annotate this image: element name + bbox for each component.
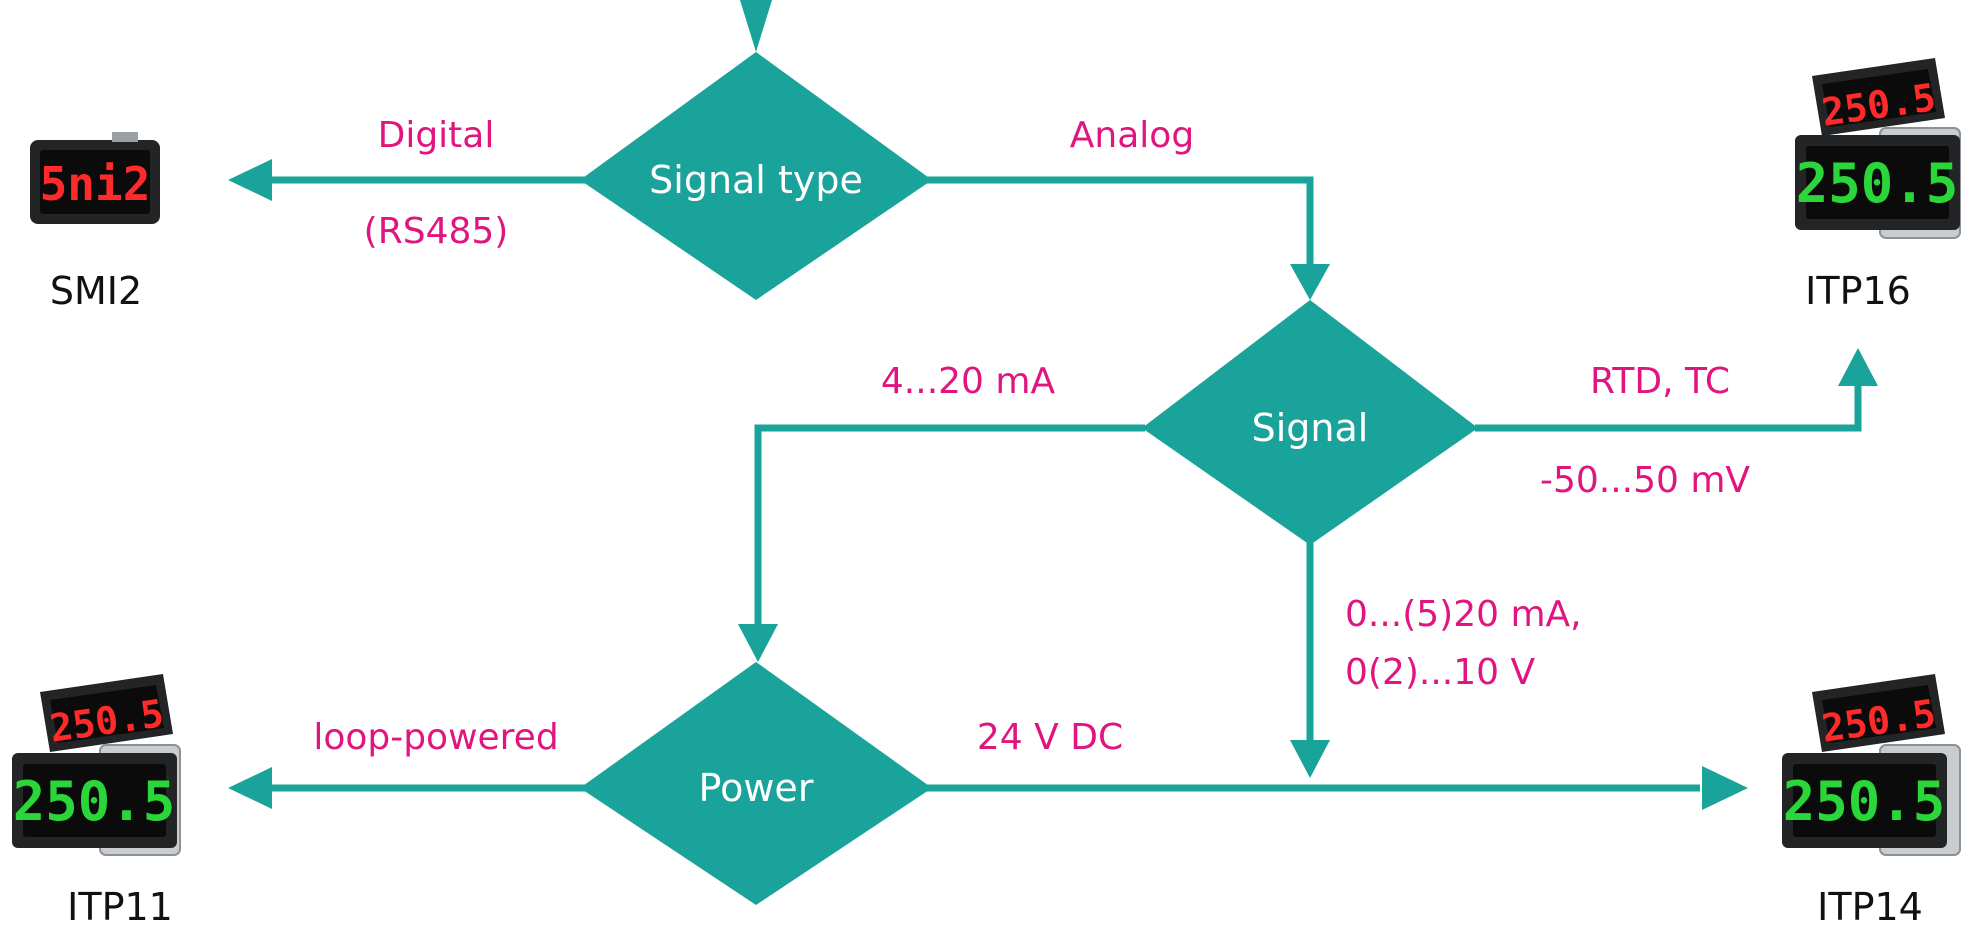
arrowhead-to-itp16 [1838, 348, 1878, 386]
smi2-display-icon: 5ni2 [30, 132, 160, 224]
label-4-20ma: 4...20 mA [881, 361, 1056, 402]
label-loop-powered: loop-powered [313, 717, 558, 758]
label-0-20ma: 0...(5)20 mA, [1345, 594, 1582, 635]
decision-signal: Signal [1142, 300, 1478, 545]
arrowhead-to-smi2 [228, 159, 272, 201]
label-0-10v: 0(2)...10 V [1345, 652, 1535, 693]
arrowhead-signal-down [1290, 740, 1330, 778]
itp16-front-display-text: 250.5 [1796, 152, 1959, 215]
label-digital: Digital [378, 115, 495, 156]
itp14-front-display-text: 250.5 [1783, 770, 1946, 833]
itp11-device-icon: 250.5 250.5 [12, 674, 180, 855]
itp14-device-icon: 250.5 250.5 [1782, 674, 1960, 855]
device-itp14: 250.5 250.5 ITP14 [1782, 674, 1960, 929]
decision-signal-type: Signal type [580, 52, 932, 300]
smi2-display-text: 5ni2 [40, 157, 151, 211]
device-name-itp16: ITP16 [1805, 269, 1911, 313]
edge-4-20ma [758, 428, 1145, 630]
device-name-itp14: ITP14 [1817, 885, 1923, 929]
node-label-power: Power [699, 766, 814, 810]
node-label-signal-type: Signal type [649, 158, 863, 202]
node-label-signal: Signal [1252, 406, 1369, 450]
decision-power: Power [580, 662, 932, 905]
device-name-smi2: SMI2 [50, 269, 142, 313]
device-itp16: 250.5 250.5 ITP16 [1795, 58, 1960, 313]
itp16-device-icon: 250.5 250.5 [1795, 58, 1960, 238]
label-rtd-tc: RTD, TC [1590, 361, 1730, 402]
arrowhead-to-signal [1290, 264, 1330, 300]
edge-analog [920, 180, 1310, 272]
device-name-itp11: ITP11 [67, 885, 173, 929]
arrowhead-to-itp11 [228, 767, 272, 809]
label-24v-dc: 24 V DC [977, 717, 1123, 758]
itp11-front-display-text: 250.5 [13, 770, 176, 833]
label-analog: Analog [1070, 115, 1194, 156]
label-rs485: (RS485) [364, 211, 509, 252]
arrowhead-to-itp14 [1702, 766, 1748, 810]
label-50mv: -50...50 mV [1540, 460, 1750, 501]
entry-arrowhead [740, 0, 772, 52]
device-smi2: 5ni2 SMI2 [30, 132, 160, 313]
arrowhead-to-power [738, 624, 778, 662]
device-itp11: 250.5 250.5 ITP11 [12, 674, 180, 929]
